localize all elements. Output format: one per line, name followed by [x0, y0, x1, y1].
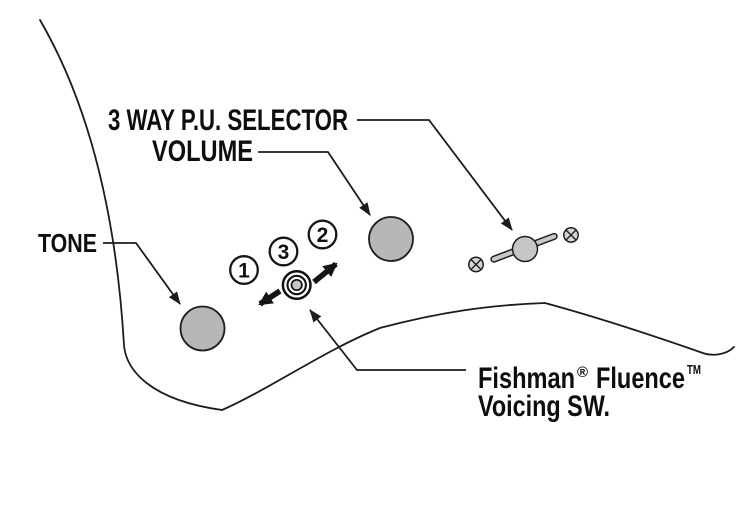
- screw-cross-icon: [565, 229, 577, 241]
- pickup-selector-switch: [468, 227, 579, 273]
- fishman-brand-text: Fishman: [478, 362, 575, 395]
- trademark-symbol: TM: [687, 362, 701, 377]
- guitar-body-outline: [39, 19, 735, 411]
- selector-knob: [511, 235, 539, 263]
- selector-screw-right: [563, 227, 579, 243]
- tone-label: TONE: [38, 228, 97, 258]
- volume-knob: [368, 216, 414, 262]
- voicing-sw-label: Voicing SW.: [478, 390, 610, 423]
- fishman-fluence-label: Fishman ® Fluence TM Voicing SW.: [478, 362, 701, 423]
- position-marker-2-digit: 2: [317, 224, 329, 247]
- screw-cross-icon: [470, 259, 482, 270]
- position-marker-1-digit: 1: [238, 259, 250, 282]
- toggle-down-left-arrow-icon: [258, 288, 282, 307]
- selector-screw-left: [468, 256, 484, 273]
- volume-pointer-line: [258, 151, 371, 216]
- position-marker-2: 2: [307, 219, 338, 250]
- volume-label: VOLUME: [152, 135, 253, 168]
- selector-pointer-line: [357, 119, 513, 231]
- registered-trademark-symbol: ®: [577, 364, 588, 381]
- position-marker-3-digit: 3: [278, 241, 290, 264]
- voicing-pointer-line: [309, 309, 466, 371]
- fluence-product-text: Fluence: [596, 362, 685, 395]
- selector-label: 3 WAY P.U. SELECTOR: [108, 104, 348, 137]
- tone-knob: [179, 305, 226, 352]
- position-marker-1: 1: [229, 255, 259, 285]
- toggle-up-right-arrow-icon: [312, 261, 338, 285]
- position-marker-3: 3: [268, 236, 299, 267]
- voicing-switch-button: [281, 269, 312, 301]
- tone-pointer-line: [103, 242, 181, 305]
